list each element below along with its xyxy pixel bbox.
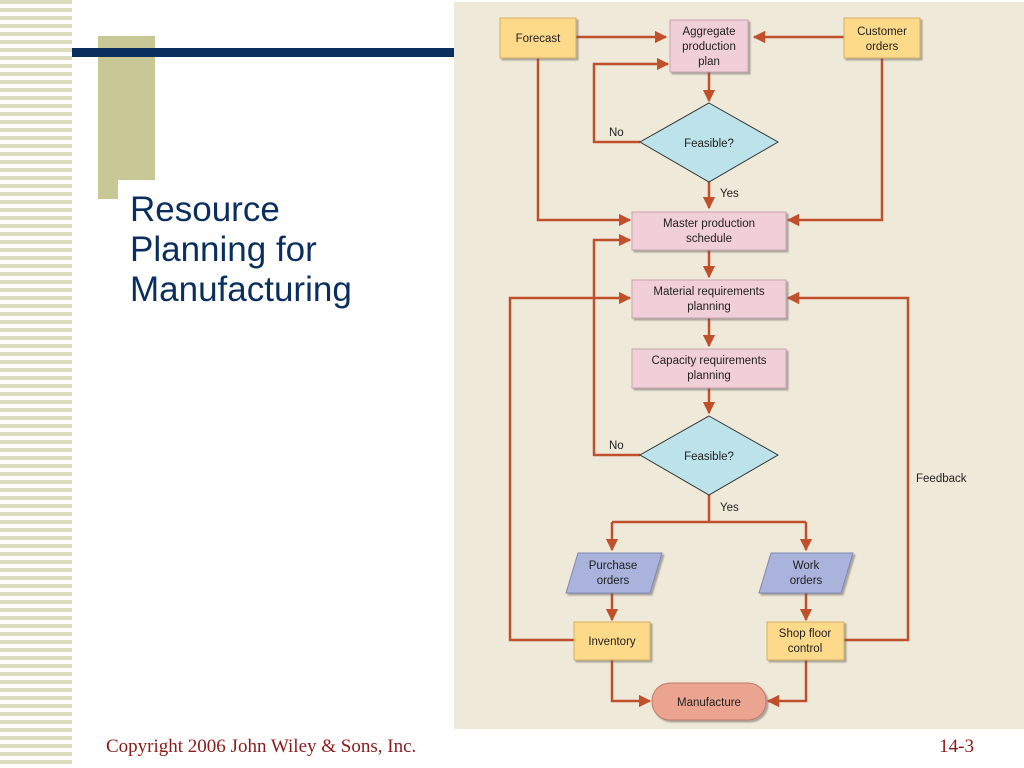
edge-shopfloor-feedback	[786, 291, 910, 642]
edge-no-loop-2	[592, 233, 640, 457]
shop-floor-label-line: control	[788, 643, 823, 655]
slide-title-line: Planning for	[130, 230, 317, 269]
yes-label-2: Yes	[720, 502, 739, 514]
no-label-1: No	[609, 127, 624, 139]
customer-orders-label-line: orders	[866, 41, 899, 53]
customer-orders-label-line: Customer	[857, 26, 907, 38]
edge-customer-to-master	[786, 58, 884, 227]
customer-orders-node: Customer orders	[843, 17, 921, 59]
shop-floor-node: Shop floor control	[766, 621, 845, 661]
aggregate-plan-label-line: Aggregate	[682, 26, 735, 38]
aggregate-plan-label-line: production	[682, 41, 736, 53]
feedback-label: Feedback	[916, 473, 967, 485]
mrp-label-line: planning	[687, 301, 730, 313]
no-label-2: No	[609, 440, 624, 452]
edge-no-loop-1	[592, 57, 670, 144]
purchase-orders-label-line: orders	[597, 575, 630, 587]
feasible-1-label: Feasible?	[684, 138, 734, 150]
yes-label-1: Yes	[720, 188, 739, 200]
manufacture-label: Manufacture	[677, 697, 741, 709]
forecast-node: Forecast	[499, 17, 577, 59]
decorative-block	[98, 36, 155, 199]
purchase-orders-label-line: Purchase	[589, 560, 638, 572]
edge-shopfloor-to-manufacture	[766, 660, 808, 708]
crp-node: Capacity requirements planning	[631, 348, 787, 389]
master-schedule-node: Master production schedule	[631, 211, 787, 251]
copyright-notice: Copyright 2006 John Wiley & Sons, Inc.	[106, 736, 417, 757]
flowchart-edges	[508, 30, 910, 708]
aggregate-plan-node: Aggregate production plan	[669, 19, 749, 73]
shop-floor-label-line: Shop floor	[779, 628, 832, 640]
crp-label-line: planning	[687, 370, 730, 382]
title-background	[118, 180, 460, 332]
inventory-node: Inventory	[573, 621, 651, 661]
edge-forecast-to-master	[536, 58, 632, 227]
forecast-label: Forecast	[516, 33, 562, 45]
feasible-decision-2: Feasible?	[638, 415, 780, 496]
flowchart-figure: Forecast Aggregate production plan Custo…	[454, 2, 1024, 729]
aggregate-plan-label-line: plan	[698, 56, 720, 68]
purchase-orders-node: Purchase orders	[565, 552, 663, 594]
inventory-label: Inventory	[588, 636, 636, 648]
slide-title-line: Manufacturing	[130, 270, 352, 309]
crp-label-line: Capacity requirements	[651, 355, 766, 367]
edge-inventory-to-manufacture	[610, 660, 652, 708]
manufacture-node: Manufacture	[651, 682, 767, 721]
decorative-stripes	[0, 0, 72, 768]
mrp-node: Material requirements planning	[631, 279, 787, 319]
slide-title-line: Resource	[130, 190, 280, 229]
mrp-label-line: Material requirements	[653, 286, 764, 298]
edge-inventory-feedback	[508, 291, 632, 642]
feasible-decision-1: Feasible?	[638, 102, 780, 183]
slide-number: 14-3	[939, 736, 974, 757]
work-orders-node: Work orders	[758, 552, 854, 594]
work-orders-label-line: orders	[790, 575, 823, 587]
flowchart: Forecast Aggregate production plan Custo…	[499, 17, 967, 721]
master-schedule-label-line: schedule	[686, 233, 732, 245]
master-schedule-label-line: Master production	[663, 218, 755, 230]
edge-split-to-purchase	[612, 520, 806, 550]
feasible-2-label: Feasible?	[684, 451, 734, 463]
slide-title: Resource Planning for Manufacturing	[130, 190, 450, 310]
header-rule	[72, 48, 456, 57]
work-orders-label-line: Work	[793, 560, 820, 572]
